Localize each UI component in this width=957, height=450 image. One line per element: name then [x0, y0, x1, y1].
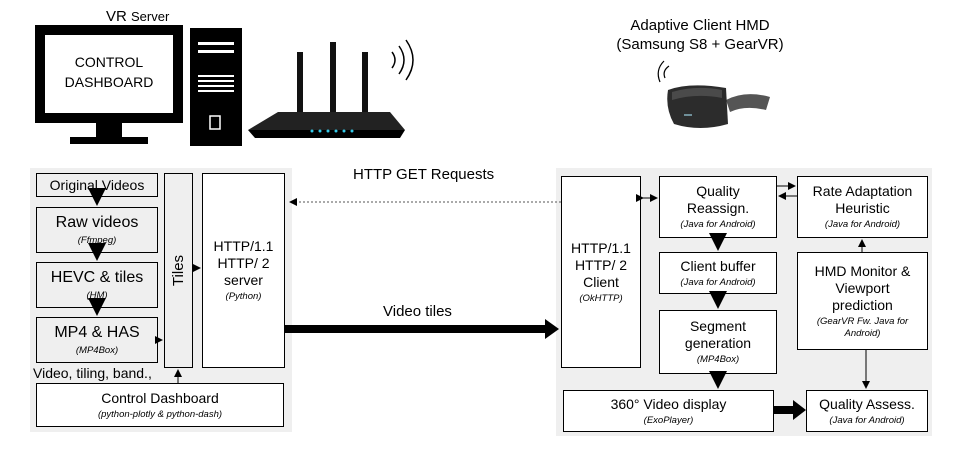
hmd-monitor-line3: prediction	[832, 296, 893, 313]
hmd-monitor-box: HMD Monitor & Viewport prediction (GearV…	[797, 252, 928, 350]
original-videos-title: Original Videos	[49, 176, 145, 193]
tiles-box: Tiles	[164, 173, 193, 368]
vr-server-label: VR Server	[106, 8, 169, 25]
hevc-tool: (HM)	[86, 290, 108, 301]
hmd-monitor-line2: Viewport	[835, 279, 890, 296]
segment-generation-tool: (MP4Box)	[696, 354, 740, 365]
video-tiles-label: Video tiles	[383, 303, 452, 320]
monitor-text: CONTROL DASHBOARD	[45, 52, 173, 92]
monitor-text-line2: DASHBOARD	[64, 74, 154, 90]
raw-videos-title: Raw videos	[55, 214, 139, 231]
quality-reassign-tool: (Java for Android)	[680, 219, 756, 230]
http-client-box: HTTP/1.1 HTTP/ 2 Client (OkHTTP)	[561, 176, 641, 368]
control-dashboard-tool: (python-plotly & python-dash)	[97, 408, 223, 420]
quality-assess-title: Quality Assess.	[819, 395, 915, 412]
http-client-tool: (OkHTTP)	[579, 292, 623, 304]
video-tiles-arrow-shaft	[285, 325, 547, 333]
feedback-label: Video, tiling, band.,	[33, 365, 152, 381]
rate-adaptation-line1: Rate Adaptation	[812, 183, 913, 199]
raw-videos-tool: (Ffmpeg)	[77, 235, 117, 246]
http-client-line1: HTTP/1.1	[571, 239, 631, 256]
mp4-title: MP4 & HAS	[54, 324, 140, 341]
http-server-box: HTTP/1.1 HTTP/ 2 server (Python)	[202, 173, 285, 368]
video-display-box: 360° Video display (ExoPlayer)	[563, 390, 774, 432]
http-client-line2: HTTP/ 2	[574, 256, 628, 273]
monitor-text-line1: CONTROL	[74, 54, 144, 70]
http-server-tool: (Python)	[225, 291, 262, 302]
segment-generation-box: Segment generation (MP4Box)	[659, 310, 777, 374]
video-display-tool: (ExoPlayer)	[643, 414, 694, 426]
video-display-title: 360° Video display	[610, 395, 727, 412]
segment-generation-line1: Segment	[689, 318, 747, 334]
mp4-tool: (MP4Box)	[75, 345, 119, 356]
quality-assess-tool: (Java for Android)	[829, 414, 905, 426]
client-buffer-box: Client buffer (Java for Android)	[659, 252, 777, 294]
client-label-line1: Adaptive Client HMD	[630, 17, 770, 34]
quality-reassign-line1: Quality	[696, 183, 740, 199]
client-label: Adaptive Client HMD (Samsung S8 + GearVR…	[615, 16, 785, 54]
hevc-box: HEVC & tiles (HM)	[36, 262, 158, 308]
tiles-label: Tiles	[170, 254, 187, 287]
client-buffer-title: Client buffer	[680, 257, 756, 274]
http-server-line3: server	[224, 272, 263, 288]
http-get-requests-label: HTTP GET Requests	[353, 166, 495, 183]
hmd-monitor-tool: (GearVR Fw. Java for Android)	[816, 315, 909, 339]
http-server-line1: HTTP/1.1	[213, 238, 274, 254]
rate-adaptation-box: Rate Adaptation Heuristic (Java for Andr…	[797, 176, 928, 238]
mp4-box: MP4 & HAS (MP4Box)	[36, 317, 158, 363]
client-label-line2: (Samsung S8 + GearVR)	[616, 36, 784, 53]
segment-generation-line2: generation	[684, 335, 752, 351]
vr-server-label-suffix: Server	[131, 9, 170, 24]
control-dashboard-box: Control Dashboard (python-plotly & pytho…	[36, 383, 284, 427]
rate-adaptation-line2: Heuristic	[835, 200, 890, 216]
original-videos-box: Original Videos	[36, 173, 158, 197]
http-client-line3: Client	[583, 273, 619, 290]
quality-reassign-box: Quality Reassign. (Java for Android)	[659, 176, 777, 238]
quality-assess-box: Quality Assess. (Java for Android)	[806, 390, 928, 432]
http-server-line2: HTTP/ 2	[217, 255, 270, 271]
quality-reassign-line2: Reassign.	[686, 200, 750, 216]
hevc-title: HEVC & tiles	[50, 269, 144, 286]
control-dashboard-title: Control Dashboard	[101, 389, 219, 406]
rate-adaptation-tool: (Java for Android)	[824, 219, 901, 230]
client-buffer-tool: (Java for Android)	[680, 276, 756, 288]
hmd-monitor-line1: HMD Monitor &	[814, 262, 911, 279]
raw-videos-box: Raw videos (Ffmpeg)	[36, 207, 158, 253]
vr-server-label-main: VR	[106, 8, 127, 25]
